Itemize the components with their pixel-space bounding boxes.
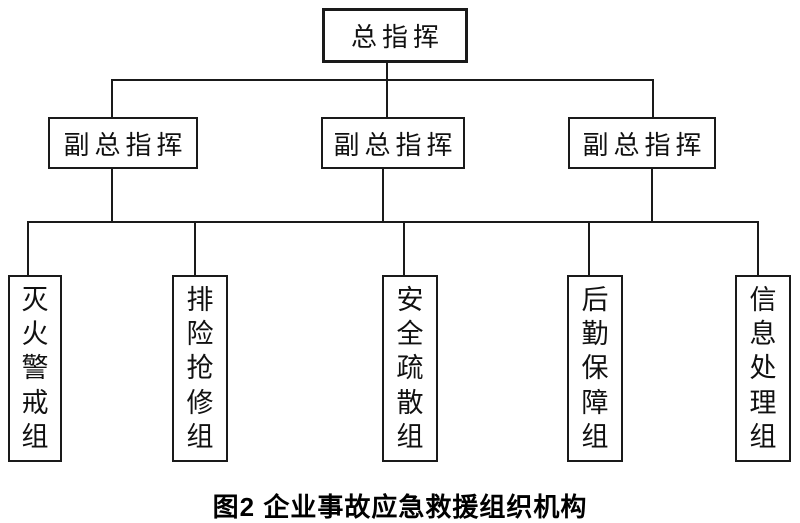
team-label: 后勤保障组 bbox=[581, 284, 609, 452]
team-label: 信息处理组 bbox=[749, 284, 777, 452]
team-label: 排险抢修组 bbox=[186, 284, 214, 452]
org-box-team-danger-repair: 排险抢修组 bbox=[172, 275, 228, 462]
org-box-chief-commander: 总指挥 bbox=[322, 8, 468, 63]
deputy-commander-label: 副总指挥 bbox=[582, 130, 707, 160]
team-label: 安全疏散组 bbox=[396, 284, 424, 452]
deputy-commander-label: 副总指挥 bbox=[63, 130, 188, 160]
org-box-team-safe-evacuation: 安全疏散组 bbox=[382, 275, 438, 462]
org-box-team-fire-watch: 灭火警戒组 bbox=[8, 275, 62, 462]
deputy-commander-label: 副总指挥 bbox=[333, 130, 458, 160]
org-box-team-logistics-support: 后勤保障组 bbox=[567, 275, 623, 462]
chief-commander-label: 总指挥 bbox=[350, 23, 444, 52]
figure-caption: 图2 企业事故应急救援组织机构 bbox=[212, 492, 588, 522]
team-label: 灭火警戒组 bbox=[21, 284, 49, 452]
org-box-deputy-commander-2: 副总指挥 bbox=[321, 117, 465, 169]
org-box-deputy-commander-3: 副总指挥 bbox=[568, 117, 716, 169]
org-box-team-information-processing: 信息处理组 bbox=[735, 275, 791, 462]
org-box-deputy-commander-1: 副总指挥 bbox=[48, 117, 198, 169]
